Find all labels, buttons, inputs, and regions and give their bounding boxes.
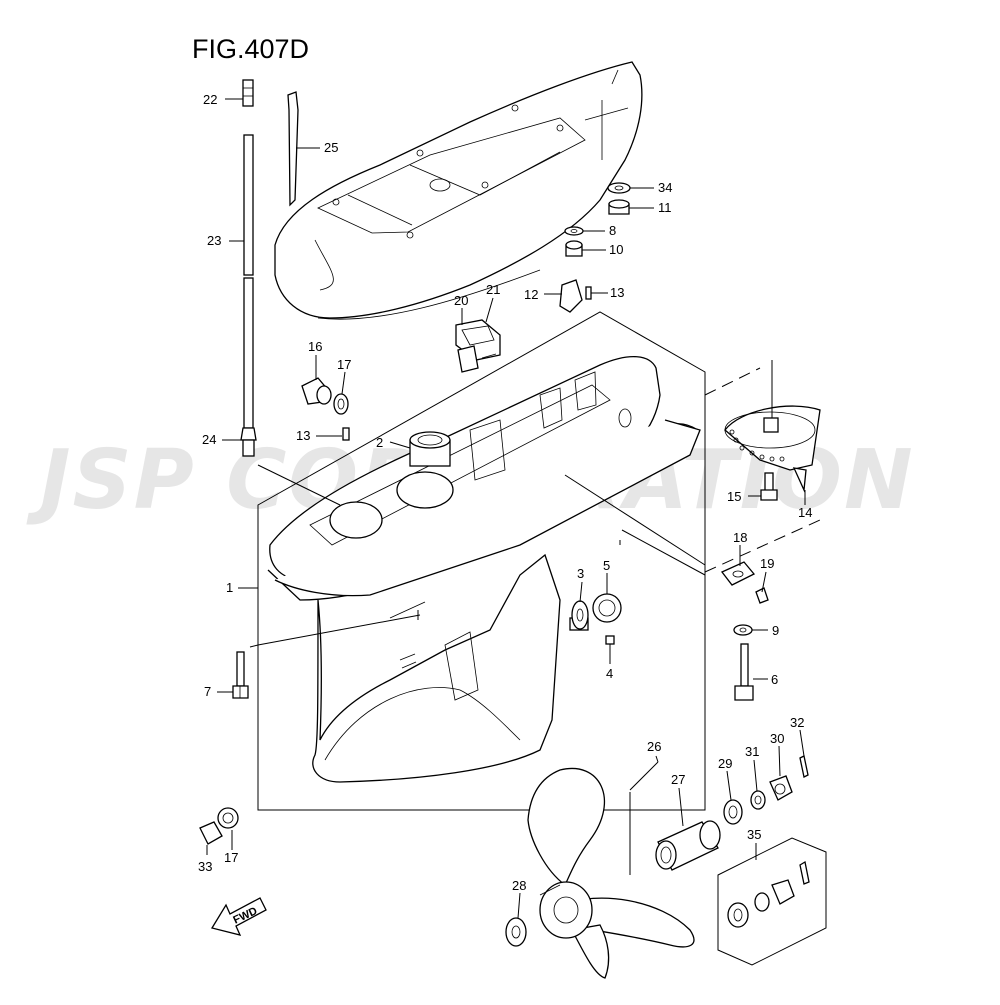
callout-12: 12 — [524, 287, 538, 302]
callout-29: 29 — [718, 756, 732, 771]
callout-28: 28 — [512, 878, 526, 893]
callout-17-top: 17 — [337, 357, 351, 372]
callout-11: 11 — [658, 200, 672, 215]
callout-9: 9 — [772, 623, 779, 638]
callout-13-left: 13 — [296, 428, 310, 443]
callout-16: 16 — [308, 339, 322, 354]
callout-24: 24 — [202, 432, 216, 447]
callout-33: 33 — [198, 859, 212, 874]
callout-10: 10 — [609, 242, 623, 257]
fwd-label: FWD — [231, 905, 259, 926]
callout-27: 27 — [671, 772, 685, 787]
driveshaft-parts — [240, 79, 299, 457]
callout-18: 18 — [733, 530, 747, 545]
anode-bolt-parts — [720, 561, 769, 701]
callout-31: 31 — [745, 744, 759, 759]
callout-20: 20 — [454, 293, 468, 308]
figure-title: FIG.407D — [192, 34, 309, 64]
callout-2: 2 — [376, 435, 383, 450]
drain-plug-parts — [199, 807, 239, 845]
callout-4: 4 — [606, 666, 613, 681]
callout-1: 1 — [226, 580, 233, 595]
trim-tab-parts — [704, 360, 821, 573]
callout-layer: 22 25 23 24 16 17 13 2 20 21 12 13 34 11… — [198, 92, 812, 919]
bearing-parts — [569, 593, 622, 645]
callout-7: 7 — [204, 684, 211, 699]
water-seal-parts — [455, 319, 501, 373]
callout-19: 19 — [760, 556, 774, 571]
callout-21: 21 — [486, 282, 500, 297]
callout-30: 30 — [770, 731, 784, 746]
callout-32: 32 — [790, 715, 804, 730]
callout-3: 3 — [577, 566, 584, 581]
callout-14: 14 — [798, 505, 812, 520]
plug-gasket-parts — [301, 377, 350, 441]
upper-cover-part — [274, 61, 643, 320]
nut-kit-parts — [717, 837, 827, 966]
gearcase-housing-part — [238, 311, 706, 811]
callout-17-bottom: 17 — [224, 850, 238, 865]
bolt-7-part — [232, 651, 249, 699]
callout-34: 34 — [658, 180, 672, 195]
top-right-small-parts — [559, 182, 631, 313]
callout-35: 35 — [747, 827, 761, 842]
prop-nut-parts — [723, 755, 809, 825]
callout-13-right: 13 — [610, 285, 624, 300]
bushing-part — [655, 820, 721, 871]
callout-26: 26 — [647, 739, 661, 754]
callout-5: 5 — [603, 558, 610, 573]
callout-23: 23 — [207, 233, 221, 248]
callout-22: 22 — [203, 92, 217, 107]
fwd-arrow-icon: FWD — [210, 897, 267, 936]
callout-15: 15 — [727, 489, 741, 504]
callout-25: 25 — [324, 140, 338, 155]
propeller-part — [505, 761, 695, 979]
callout-6: 6 — [771, 672, 778, 687]
callout-8: 8 — [609, 223, 616, 238]
